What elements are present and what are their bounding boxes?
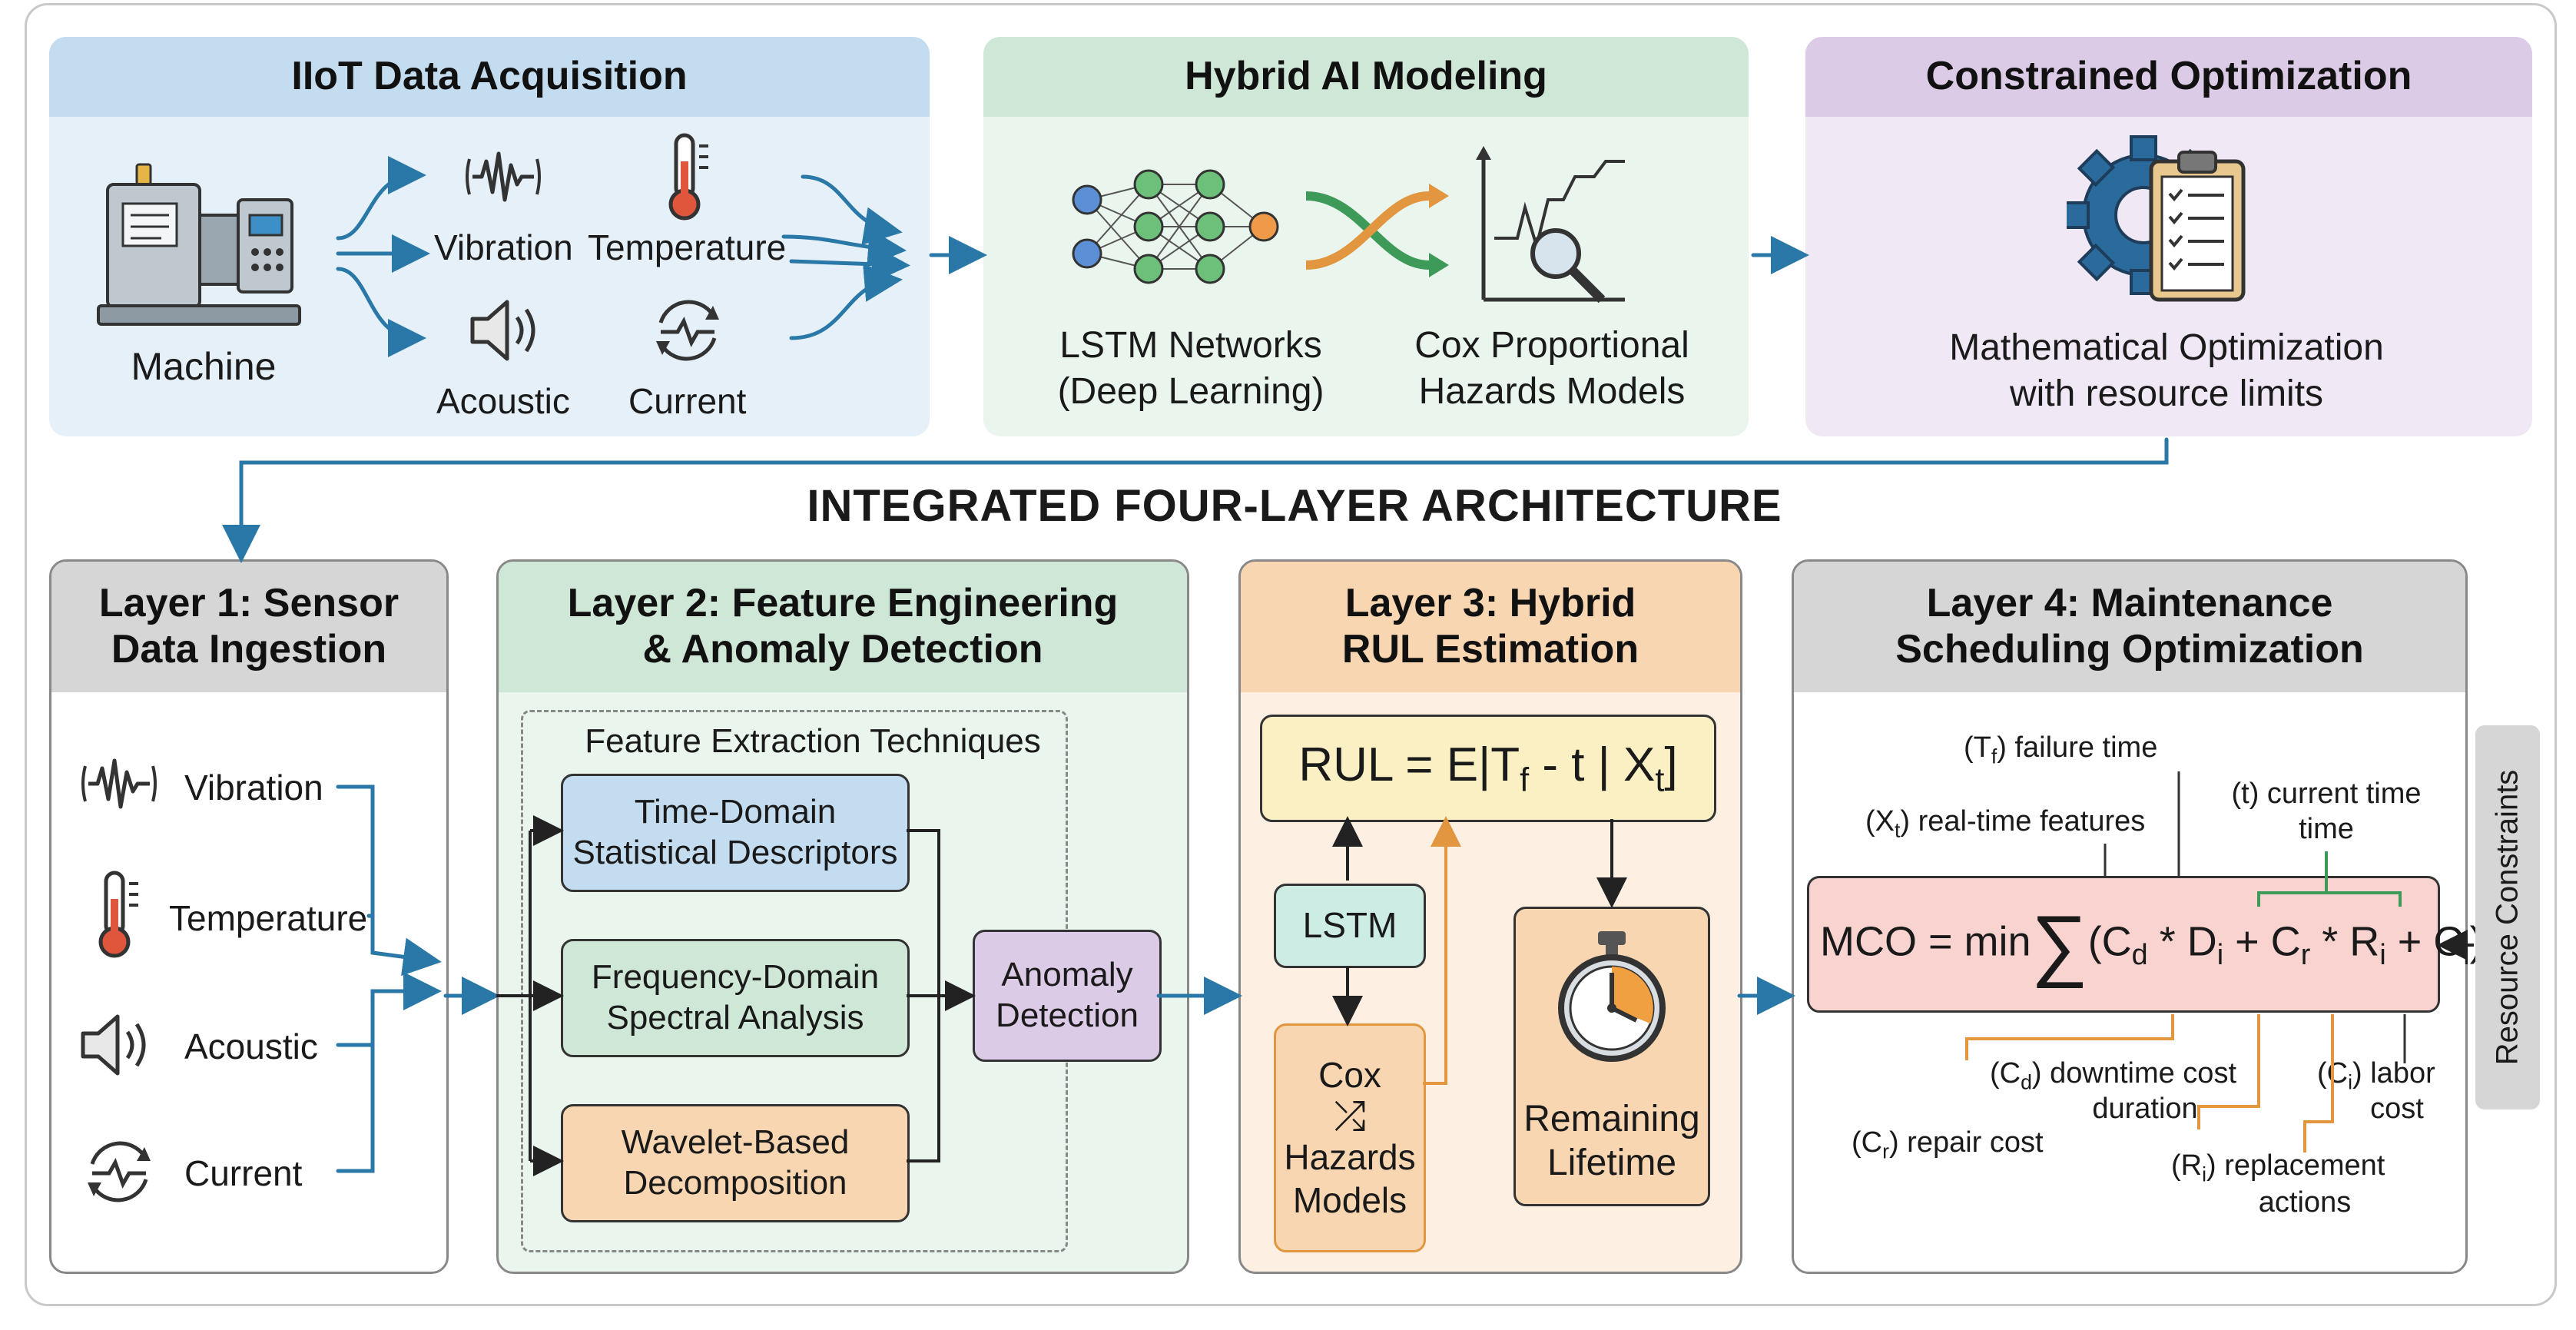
ann-repair-cost: (Cr) repair cost — [1852, 1126, 2044, 1163]
ann-replacement: (Ri) replacement — [2171, 1149, 2385, 1186]
anomaly-line2: Detection — [996, 997, 1139, 1034]
remaining-line1: Remaining — [1523, 1098, 1700, 1139]
layer2-title-line1: Layer 2: Feature Engineering — [567, 581, 1119, 626]
acoustic-icon — [465, 296, 549, 365]
time-domain-box: Time-Domain Statistical Descriptors — [561, 774, 910, 892]
layer1-current-icon — [77, 1133, 161, 1210]
wavelet-box: Wavelet-Based Decomposition — [561, 1104, 910, 1222]
iiot-sensor-vibration: Vibration — [434, 227, 573, 267]
cox-line1: Cox — [1318, 1055, 1381, 1096]
cox-proportional-label: Cox Proportional — [1414, 325, 1689, 366]
layer1-sensor-current: Current — [184, 1153, 303, 1193]
lstm-box: LSTM — [1274, 884, 1426, 968]
layer3-title: Layer 3: Hybrid RUL Estimation — [1241, 562, 1740, 692]
layer1-sensor-acoustic: Acoustic — [184, 1027, 318, 1066]
cox-hazards-box: Cox ⤮ Hazards Models — [1274, 1023, 1426, 1252]
layer1-title: Layer 1: Sensor Data Ingestion — [51, 562, 446, 692]
layer2-title-line2: & Anomaly Detection — [642, 627, 1043, 672]
merge-arrows-icon — [1298, 173, 1452, 288]
frequency-domain-box: Frequency-Domain Spectral Analysis — [561, 939, 910, 1057]
lstm-label: LSTM — [1302, 905, 1397, 946]
hazards-models-label: Hazards Models — [1418, 371, 1686, 412]
rul-formula: RUL = E|Tf - t | Xt] — [1298, 738, 1678, 799]
layer4-title-line2: Scheduling Optimization — [1895, 627, 2364, 672]
layer1-title-line2: Data Ingestion — [111, 627, 387, 672]
layer1-acoustic-icon — [75, 1010, 160, 1080]
mco-formula-box: MCO = min∑(Cd * Di + Cr * Ri + Ci) — [1807, 876, 2484, 1013]
time-domain-line1: Time-Domain — [634, 793, 837, 831]
mco-formula: MCO = min∑(Cd * Di + Cr * Ri + Ci) — [1820, 900, 2484, 989]
cox-line2: Hazards — [1284, 1137, 1416, 1178]
main-title: INTEGRATED FOUR-LAYER ARCHITECTURE — [807, 481, 1782, 531]
shuffle-icon: ⤮ — [1334, 1094, 1366, 1139]
layer1-temperature-icon — [91, 868, 144, 960]
wavelet-line1: Wavelet-Based — [621, 1123, 850, 1162]
neural-network-icon — [1064, 169, 1287, 284]
layer4-title-line1: Layer 4: Maintenance — [1926, 581, 2333, 626]
ann-current-time-line2: time — [2299, 813, 2354, 845]
hybrid-ai-panel-title: Hybrid AI Modeling — [983, 37, 1749, 117]
layer4-title: Layer 4: Maintenance Scheduling Optimiza… — [1794, 562, 2465, 692]
wavelet-line2: Decomposition — [623, 1164, 847, 1202]
rul-formula-box: RUL = E|Tf - t | Xt] — [1260, 715, 1716, 822]
temperature-icon — [661, 131, 714, 223]
ann-failure-time: (Tf) failure time — [1964, 731, 2158, 768]
lstm-networks-label: LSTM Networks — [1059, 325, 1322, 366]
feature-extraction-label: Feature Extraction Techniques — [585, 722, 1041, 760]
resource-constraints-tab — [2475, 725, 2540, 1109]
iiot-panel: IIoT Data Acquisition — [49, 37, 930, 436]
ann-labor: (Ci) labor — [2317, 1057, 2435, 1094]
deep-learning-label: (Deep Learning) — [1057, 371, 1324, 412]
frequency-domain-line2: Spectral Analysis — [606, 999, 864, 1036]
sigma-icon: ∑ — [2031, 900, 2088, 989]
iiot-sensor-acoustic: Acoustic — [436, 381, 570, 421]
cox-line3: Models — [1292, 1179, 1407, 1220]
time-domain-line2: Statistical Descriptors — [572, 834, 898, 871]
frequency-domain-line1: Frequency-Domain — [591, 958, 880, 997]
ann-duration: duration — [2092, 1093, 2198, 1125]
anomaly-line1: Anomaly — [1001, 956, 1133, 994]
ann-actions: actions — [2258, 1186, 2352, 1219]
layer1-vibration-icon — [77, 749, 161, 818]
resource-constraints-label: Resource Constraints — [2490, 769, 2525, 1066]
layer2-title: Layer 2: Feature Engineering & Anomaly D… — [499, 562, 1187, 692]
layer1-title-line1: Layer 1: Sensor — [98, 581, 399, 626]
iiot-sensor-temperature: Temperature — [588, 227, 787, 267]
ann-labor-cost: cost — [2370, 1093, 2424, 1125]
machine-label: Machine — [131, 345, 277, 388]
ann-realtime-features: (Xt) real-time features — [1865, 805, 2146, 842]
anomaly-detection-box: Anomaly Detection — [973, 930, 1162, 1062]
layer3-title-line1: Layer 3: Hybrid — [1344, 581, 1636, 626]
constrained-optimization-title: Constrained Optimization — [1805, 37, 2532, 117]
layer1-sensor-vibration: Vibration — [184, 768, 323, 808]
stopwatch-icon — [1550, 928, 1673, 1063]
layer4-panel: Layer 4: Maintenance Scheduling Optimiza… — [1792, 559, 2468, 1274]
machine-icon — [92, 161, 307, 330]
gear-checklist-icon — [2064, 131, 2266, 315]
ann-downtime-cost: (Cd) downtime cost — [1990, 1057, 2236, 1094]
math-optimization-label: Mathematical Optimization — [1949, 327, 2384, 368]
ann-current-time-line1: (t) current time — [2231, 778, 2422, 810]
hybrid-ai-panel: Hybrid AI Modeling — [983, 37, 1749, 436]
current-icon — [645, 292, 730, 369]
iiot-panel-title: IIoT Data Acquisition — [49, 37, 930, 117]
resource-limits-label: with resource limits — [2009, 373, 2324, 414]
layer1-sensor-temperature: Temperature — [169, 898, 368, 938]
vibration-icon — [465, 142, 542, 211]
layer3-title-line2: RUL Estimation — [1341, 627, 1639, 672]
remaining-line2: Lifetime — [1547, 1143, 1677, 1184]
iiot-sensor-current: Current — [628, 381, 747, 421]
hazard-chart-icon — [1471, 146, 1633, 315]
